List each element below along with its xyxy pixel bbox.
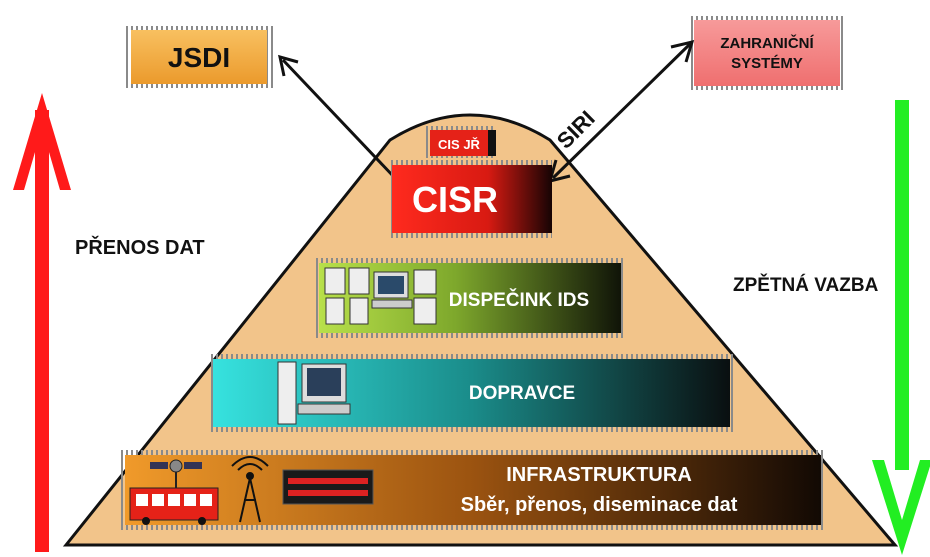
foreign-systems-line2: SYSTÉMY (731, 55, 803, 72)
jsdi-node: JSDI (125, 26, 273, 88)
foreign-systems-node: ZAHRANIČNÍ SYSTÉMY (688, 16, 846, 90)
infrastruktura-node: INFRASTRUKTURA Sběr, přenos, diseminace … (121, 450, 825, 530)
zpetna-vazba-label: ZPĚTNÁ VAZBA (733, 274, 879, 296)
cis-jr-node: CIS JŘ (425, 126, 496, 158)
computer-icon (324, 267, 437, 325)
foreign-systems-line1: ZAHRANIČNÍ (720, 34, 814, 52)
computer-icon (277, 361, 351, 425)
dispecink-label: DISPEČINK IDS (449, 289, 589, 311)
satellite-icon (150, 459, 202, 488)
jsdi-label: JSDI (168, 42, 230, 73)
dopravce-node: DOPRAVCE (209, 354, 734, 432)
infrastruktura-subtitle: Sběr, přenos, diseminace dat (461, 494, 738, 516)
dopravce-label: DOPRAVCE (469, 383, 575, 404)
up-arrow (13, 93, 71, 552)
siri-label: SIRI (552, 106, 600, 154)
cis-jr-label: CIS JŘ (438, 137, 481, 152)
radio-tower-icon (231, 456, 269, 523)
infrastruktura-title: INFRASTRUKTURA (506, 464, 692, 486)
led-display-icon (282, 469, 374, 505)
prenos-dat-label: PŘENOS DAT (75, 235, 205, 259)
down-arrow (872, 100, 930, 555)
dispecink-node: DISPEČINK IDS (315, 258, 625, 338)
bus-icon (129, 487, 219, 525)
connection-arrows (278, 39, 695, 184)
cisr-label: CISR (412, 179, 498, 220)
cisr-node: CISR (388, 160, 552, 238)
